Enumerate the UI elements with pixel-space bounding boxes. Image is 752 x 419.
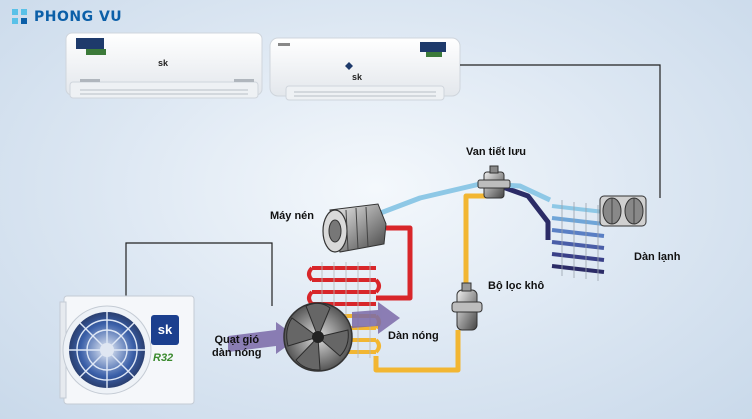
pipe-liquid-line [373, 330, 461, 373]
evaporator-coil [551, 200, 605, 281]
expansion-valve [477, 165, 511, 199]
pipe-drier-to-valve [463, 190, 495, 285]
connector-line-outdoor [125, 242, 273, 306]
airflow-arrows-condenser [228, 302, 400, 354]
indoor-left-brand: sk [158, 58, 169, 68]
pipe-hot-gas [376, 225, 413, 301]
connector-line-indoor [460, 64, 661, 198]
phong-vu-logo: PHONG VU [12, 9, 122, 25]
outdoor-brand-badge: sk [151, 315, 179, 345]
indoor-unit-left [65, 32, 263, 99]
label-condenser-fan-line2: dàn nóng [212, 347, 262, 359]
refrigerant-badge: R32 [153, 352, 174, 364]
logo-grid-icon [12, 9, 27, 24]
label-filter-drier: Bộ lọc khô [488, 280, 545, 292]
label-condenser: Dàn nóng [388, 330, 439, 342]
label-condenser-fan-line1: Quạt gió [214, 334, 260, 346]
pipe-valve-to-evaporator [499, 183, 551, 240]
logo-text: PHONG VU [34, 9, 123, 25]
compressor [322, 203, 387, 253]
label-evaporator: Dàn lạnh [634, 251, 681, 263]
filter-drier [451, 282, 483, 331]
indoor-right-brand: sk [352, 72, 363, 82]
evaporator-blower [599, 195, 647, 227]
label-compressor: Máy nén [270, 210, 315, 222]
label-expansion-valve: Van tiết lưu [466, 146, 526, 158]
outdoor-unit [59, 295, 195, 405]
indoor-unit-right [269, 37, 461, 101]
condenser-fan [283, 302, 353, 372]
label-condenser-fan: Quạt gió dàn nóng [212, 334, 262, 360]
